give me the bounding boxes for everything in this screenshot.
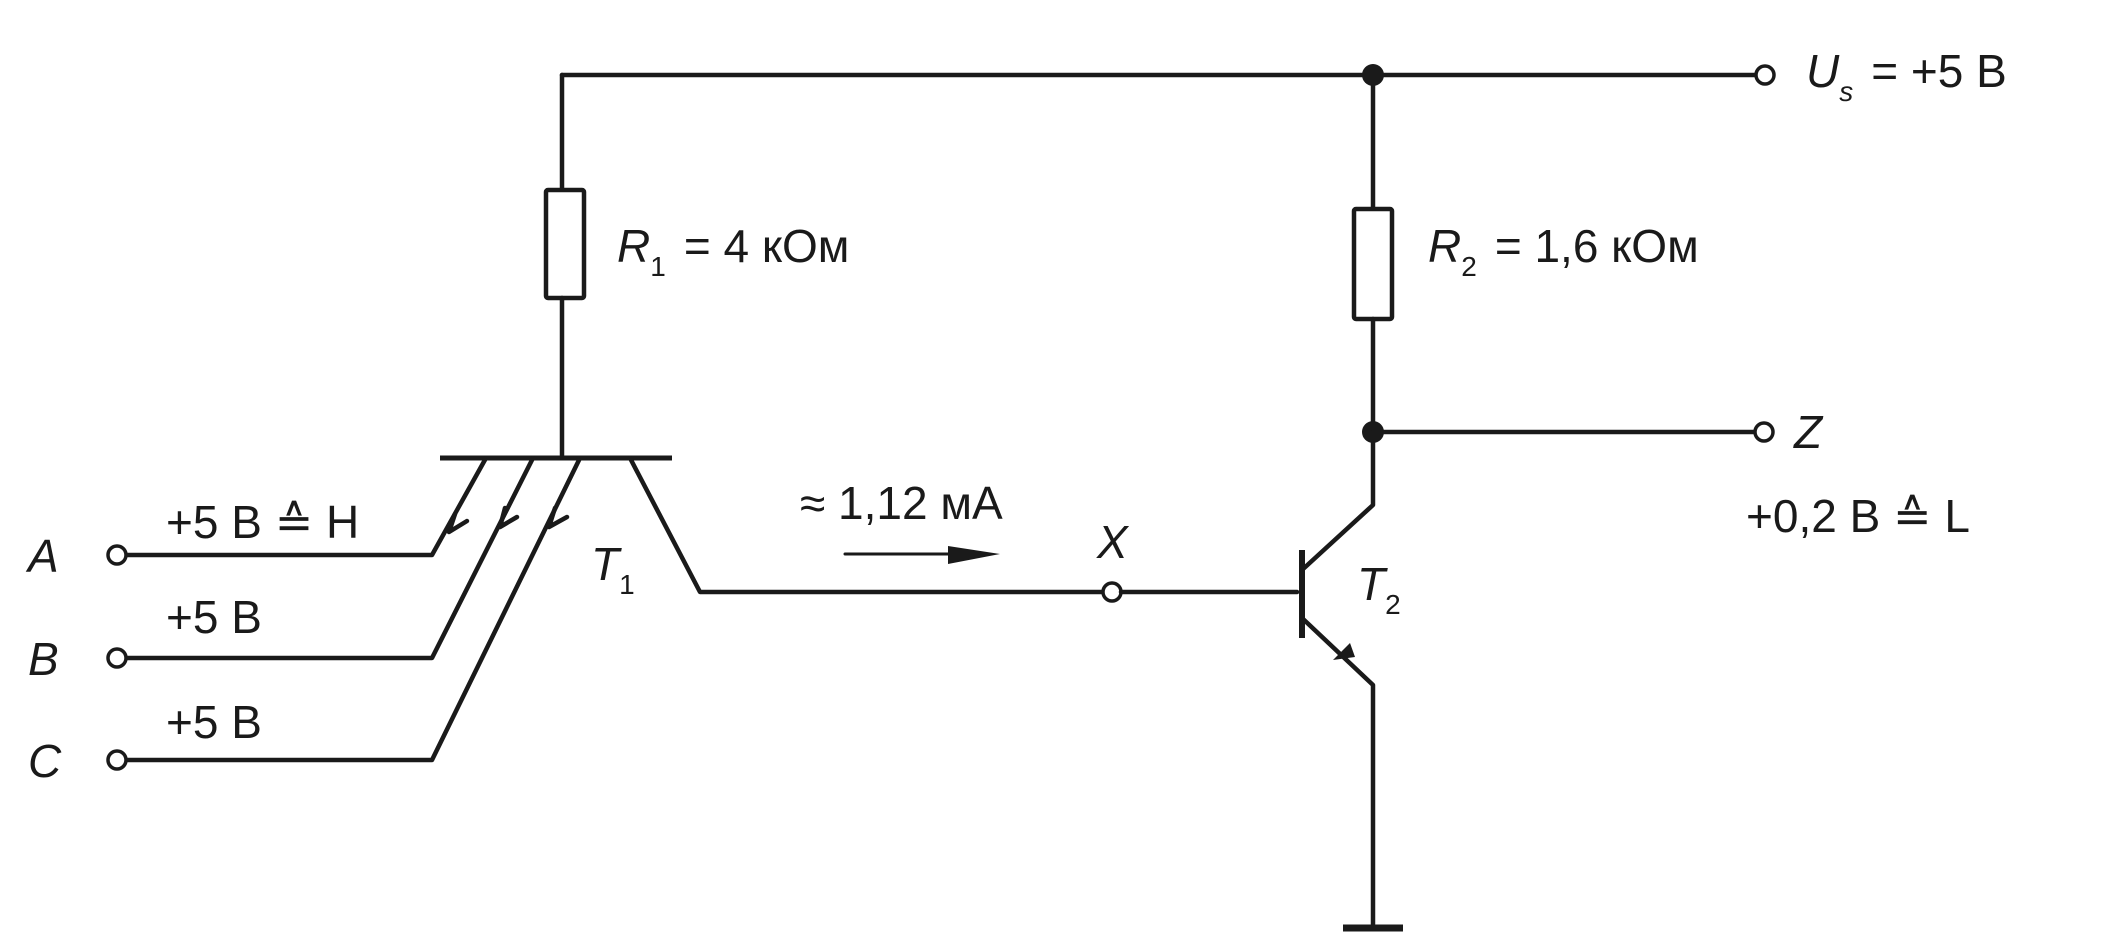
t1-label: T1 [591,538,635,600]
t1-emitter-a-arrow [446,511,470,535]
input-c-terminal[interactable] [106,749,128,771]
node-x-terminal[interactable] [1101,581,1123,603]
output-z-voltage: +0,2 В ≙ L [1746,490,1970,542]
node-x-label: X [1096,516,1130,568]
input-b-terminal[interactable] [106,647,128,669]
t1-emitter-a [117,455,489,558]
input-a-voltage: +5 В ≙ H [166,496,359,548]
input-b-label: B [28,633,59,685]
supply-label: Us= +5 В [1806,45,2007,107]
t2-emitter-arrow [1333,643,1355,660]
t2-emitter [1299,615,1376,931]
t2-collector [1299,429,1376,573]
input-a-label: A [25,530,59,582]
t1-emitter-c [124,455,583,763]
supply-terminal[interactable] [1754,64,1776,86]
r1-label: R1= 4 кОм [617,220,849,282]
t1-collector [627,455,1108,595]
current-label: ≈ 1,12 мА [800,477,1003,529]
current-arrow-head [948,546,1000,564]
input-a-terminal[interactable] [106,544,128,566]
r2-label: R2= 1,6 кОм [1428,220,1699,282]
t1-emitter-b-arrow [497,505,520,530]
output-z-label: Z [1793,406,1824,458]
input-c-voltage: +5 В [166,696,262,748]
input-c-label: C [28,735,62,787]
t1-emitter-c-arrow [546,505,570,530]
output-z-terminal[interactable] [1753,421,1775,443]
resistor-r1 [543,187,587,301]
input-b-voltage: +5 В [166,591,262,643]
resistor-r2 [1351,206,1395,322]
t2-label: T2 [1357,558,1401,620]
